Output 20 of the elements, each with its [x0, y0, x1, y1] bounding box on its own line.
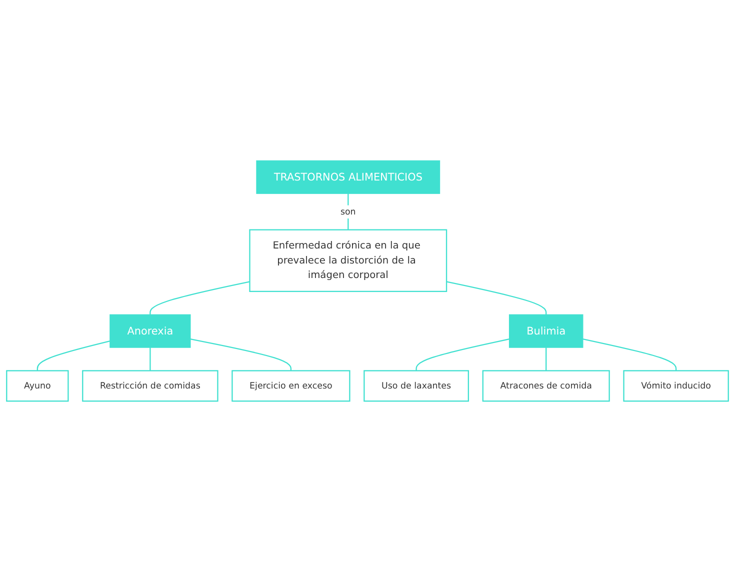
- connector: [150, 348, 151, 371]
- node-box: Restricción de comidas: [82, 370, 218, 402]
- node-box: Vómito inducido: [623, 370, 729, 402]
- node-box: TRASTORNOS ALIMENTICIOS: [256, 160, 440, 194]
- connector: [36, 340, 110, 371]
- node-box: Bulimia: [508, 314, 584, 348]
- edge-label: son: [340, 206, 356, 217]
- node-box: Atracones de comida: [482, 370, 610, 402]
- connector: [348, 194, 349, 230]
- connector: [582, 338, 677, 371]
- node-box: Ejercicio en exceso: [232, 370, 350, 402]
- node-box: Ayuno: [6, 370, 69, 402]
- connector: [150, 281, 250, 315]
- connector: [446, 281, 547, 315]
- connector: [546, 348, 547, 371]
- node-box: Enfermedad crónica en la que prevalece la distorción de la imágen corporal: [249, 229, 448, 292]
- node-box: Uso de laxantes: [364, 370, 469, 402]
- connector: [190, 338, 292, 371]
- connector: [416, 338, 510, 371]
- node-box: Anorexia: [110, 314, 191, 348]
